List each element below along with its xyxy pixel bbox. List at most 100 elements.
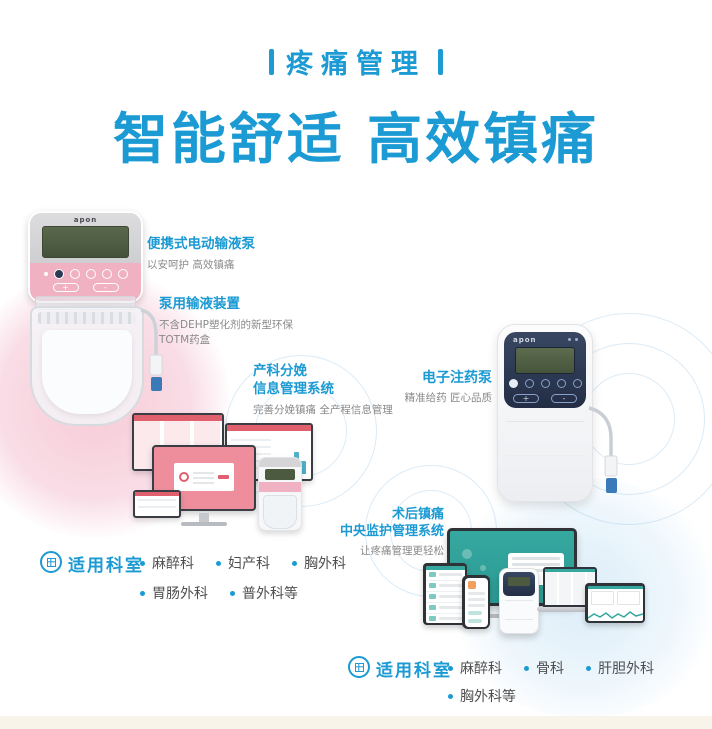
text-line <box>467 591 485 595</box>
department-item: 胃肠外科 <box>140 583 208 603</box>
feature-desc: 让疼痛管理更轻松 <box>360 545 444 558</box>
map-dot <box>462 549 472 559</box>
pump-buttons <box>504 332 586 388</box>
department-item: 麻醉科 <box>448 658 502 678</box>
brand-logo: apon <box>73 216 98 224</box>
indicator-dot <box>43 272 48 276</box>
pump-button <box>85 269 96 279</box>
bullet-dot <box>216 560 221 566</box>
department-name: 胃肠外科 <box>152 586 208 602</box>
feature-title-line1: 产科分娩 <box>253 363 307 379</box>
mini-infusion-pump <box>258 457 302 531</box>
mini-pump-lcd <box>508 577 530 586</box>
pump-button <box>117 269 128 279</box>
mini-pump-lcd <box>265 469 295 480</box>
body-seam <box>506 421 584 422</box>
monitoring-system-devices <box>415 524 690 669</box>
monitor-stand <box>199 513 209 522</box>
bullet-dot <box>448 693 453 699</box>
departments-right: 适用科室 麻醉科 骨科 肝胆外科 胸外科等 <box>348 654 688 714</box>
minus-button: - <box>551 394 577 403</box>
feature-infusion-set: 泵用输液装置 不含DEHP塑化剂的新型环保 TOTM药盒 <box>159 296 293 347</box>
infusion-tube <box>140 308 163 391</box>
tablet-list-app <box>423 563 467 625</box>
feature-desc: 以安呵护 高效镇痛 <box>147 258 235 271</box>
department-item: 肝胆外科 <box>586 658 654 678</box>
feature-title-line2: 信息管理系统 <box>253 380 334 397</box>
feature-title-line1: 术后镇痛 <box>391 507 444 522</box>
phone-app <box>462 575 490 629</box>
departments-label: 适用科室 <box>376 661 452 681</box>
text-line <box>512 563 560 566</box>
feature-title-line2: 中央监护管理系统 <box>339 524 444 540</box>
portable-infusion-pump-device: apon + - <box>28 211 143 303</box>
bullet-dot <box>230 590 235 596</box>
list-row <box>425 592 465 603</box>
feature-desc: 不含DEHP塑化剂的新型环保 TOTM药盒 <box>159 318 293 347</box>
department-item: 骨科 <box>524 658 564 678</box>
divider-bar-left <box>269 48 274 75</box>
mini-pump-panel <box>259 482 301 492</box>
mini-pump-top <box>259 458 301 467</box>
department-item: 胸外科 <box>292 553 346 573</box>
grid-circle-icon <box>348 656 370 678</box>
dashboard-rows <box>138 499 176 513</box>
text-line <box>512 557 560 560</box>
login-card <box>174 463 234 491</box>
action-button <box>467 618 482 623</box>
pump-button <box>101 269 112 279</box>
pump-button-panel: + - <box>30 263 141 301</box>
monitor-base <box>181 522 227 526</box>
pump-control-panel: apon + - <box>504 332 586 408</box>
mini-pump-cassette <box>263 495 297 529</box>
pump-lcd-screen <box>42 226 129 258</box>
action-button <box>467 610 482 615</box>
pump-button <box>69 269 80 279</box>
grid-glyph <box>46 557 56 567</box>
department-name: 胸外科 <box>304 556 346 572</box>
tablet-dashboard <box>133 490 181 518</box>
bullet-dot <box>448 665 453 671</box>
feature-title: 电子注药泵 <box>422 370 492 386</box>
login-button <box>218 475 229 479</box>
department-name: 骨科 <box>536 661 564 677</box>
pump-button <box>540 379 550 388</box>
pump-button <box>572 379 582 388</box>
pump-button <box>556 379 566 388</box>
department-name: 麻醉科 <box>152 556 194 572</box>
pump-top-panel: apon <box>30 213 141 263</box>
plus-button: + <box>52 283 79 292</box>
department-name: 肝胆外科 <box>598 661 654 677</box>
body-seam <box>506 455 584 456</box>
mini-injection-pump <box>499 568 539 634</box>
body-seam <box>505 600 533 601</box>
tablet-screen <box>587 585 643 621</box>
department-item: 胸外科等 <box>448 686 516 706</box>
injection-tube <box>588 406 618 493</box>
infusion-bag <box>42 330 132 414</box>
departments-row: 胃肠外科 普外科等 <box>140 583 298 603</box>
bullet-dot <box>524 665 529 671</box>
pump-button <box>508 379 518 388</box>
list-row <box>426 614 465 623</box>
departments-row: 麻醉科 妇产科 胸外科 <box>140 553 346 573</box>
department-name: 麻醉科 <box>460 661 502 677</box>
bullet-dot <box>292 560 297 566</box>
feature-desc: 完善分娩镇痛 全产程信息管理 <box>253 403 393 416</box>
donut-chart-icon <box>179 472 189 482</box>
feature-obstetric-system: 产科分娩 信息管理系统 完善分娩镇痛 全产程信息管理 <box>253 363 393 417</box>
category-label: 疼痛管理 <box>286 49 426 80</box>
pump-adjust-buttons: + - <box>504 394 586 403</box>
feature-desc-line2: TOTM药盒 <box>159 333 211 346</box>
feature-desc-line1: 不含DEHP塑化剂的新型环保 <box>159 318 293 331</box>
app-header <box>587 585 643 589</box>
map-dot <box>480 565 486 571</box>
text-line <box>467 603 485 607</box>
dashboard-header <box>227 425 311 431</box>
departments-row: 麻醉科 骨科 肝胆外科 <box>448 658 654 678</box>
indicator-lights <box>568 338 578 341</box>
pump-buttons <box>30 263 141 279</box>
app-tile <box>467 580 476 589</box>
body-seam <box>505 619 533 620</box>
